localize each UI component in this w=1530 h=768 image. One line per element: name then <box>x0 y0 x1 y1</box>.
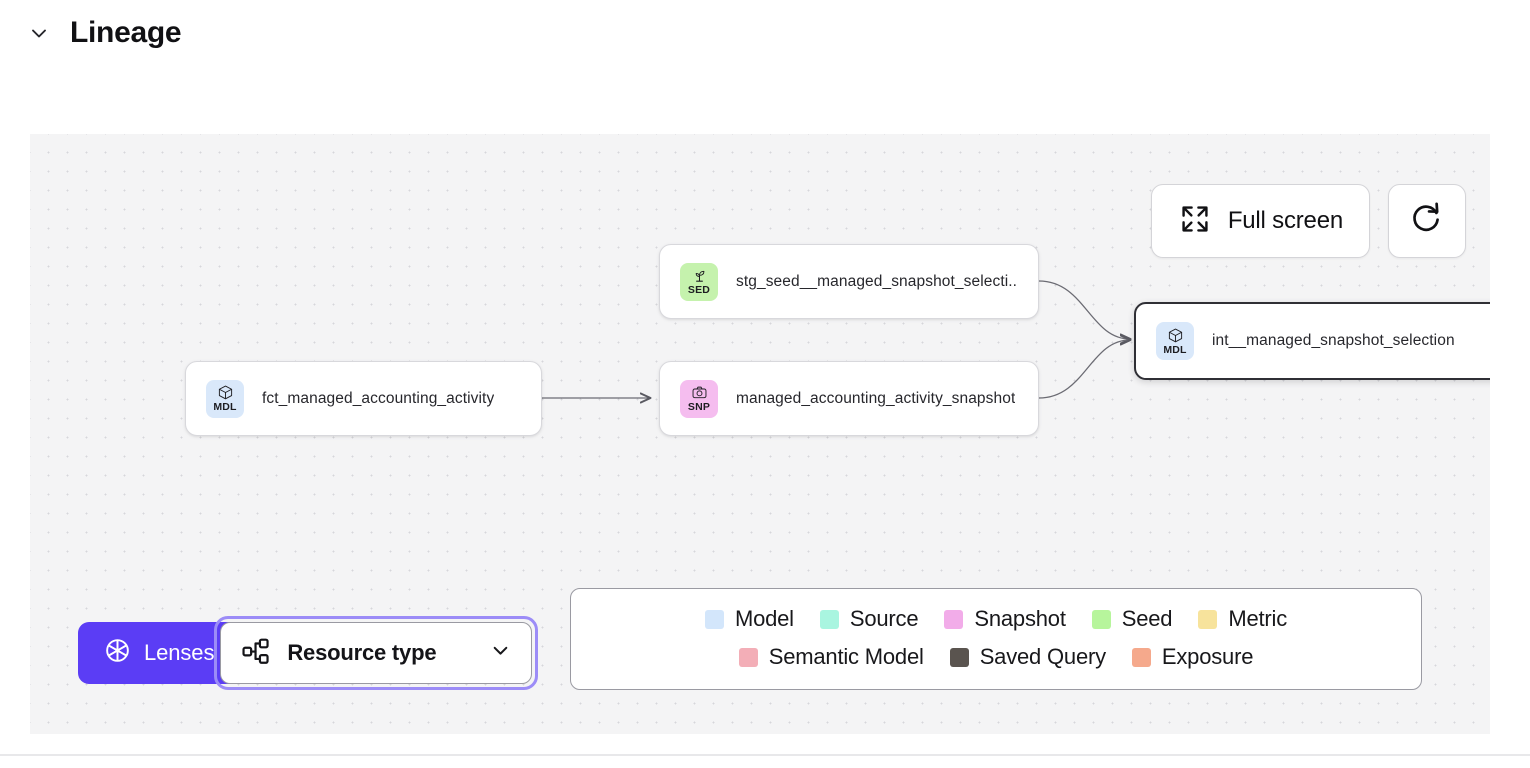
lineage-node-seed-stg[interactable]: SED stg_seed__managed_snapshot_selecti..… <box>659 244 1039 319</box>
legend-item-snapshot: Snapshot <box>944 606 1066 632</box>
lineage-node-model-fct[interactable]: MDL fct_managed_accounting_activity <box>185 361 542 436</box>
legend-swatch <box>819 609 839 629</box>
edge-seed-to-int <box>1038 280 1130 339</box>
node-label: fct_managed_accounting_activity <box>262 389 495 407</box>
legend-item-metric: Metric <box>1198 606 1287 632</box>
canvas-toolbar: Full screen <box>1150 184 1466 258</box>
lineage-node-snapshot[interactable]: SNP managed_accounting_activity_snapshot <box>659 361 1039 436</box>
legend-item-saved-query: Saved Query <box>949 644 1106 670</box>
legend-row-1: Model Source Snapshot Seed Metric <box>571 606 1421 632</box>
legend-label: Source <box>849 606 919 631</box>
legend-swatch <box>949 647 969 667</box>
legend-item-model: Model <box>704 606 794 632</box>
legend-swatch <box>1198 609 1218 629</box>
node-label: int__managed_snapshot_selection <box>1212 332 1455 349</box>
lineage-legend: Model Source Snapshot Seed Metric <box>570 588 1422 690</box>
refresh-button[interactable] <box>1388 184 1466 258</box>
badge-code: SNP <box>687 401 711 414</box>
resource-type-label: Resource type <box>287 640 437 665</box>
resource-type-focus-ring: Resource type <box>214 616 539 690</box>
legend-swatch <box>1131 647 1151 667</box>
legend-label: Seed <box>1121 606 1173 631</box>
legend-row-2: Semantic Model Saved Query Exposure <box>571 644 1421 670</box>
canvas-controls: Lenses Resource type <box>78 616 539 690</box>
legend-label: Model <box>734 606 794 631</box>
expand-arrows-icon <box>1178 202 1212 241</box>
refresh-icon <box>1409 201 1445 242</box>
node-label: stg_seed__managed_snapshot_selecti... <box>736 272 1018 290</box>
legend-label: Exposure <box>1161 644 1254 669</box>
legend-item-exposure: Exposure <box>1131 644 1254 670</box>
chevron-down-icon <box>488 638 513 668</box>
resource-type-dropdown[interactable]: Resource type <box>220 622 533 684</box>
full-screen-button[interactable]: Full screen <box>1150 184 1370 258</box>
lineage-section-header: Lineage <box>0 16 182 49</box>
chevron-down-icon[interactable] <box>26 20 52 46</box>
legend-label: Snapshot <box>974 606 1066 631</box>
legend-item-semantic-model: Semantic Model <box>738 644 924 670</box>
hierarchy-icon <box>241 636 271 671</box>
page-title: Lineage <box>70 16 182 49</box>
lenses-label: Lenses <box>144 640 215 665</box>
aperture-icon <box>104 637 131 670</box>
legend-item-seed: Seed <box>1091 606 1173 632</box>
cube-icon: MDL <box>1156 322 1194 360</box>
legend-swatch <box>704 609 724 629</box>
cube-icon: MDL <box>206 379 244 418</box>
lenses-button[interactable]: Lenses <box>78 622 241 684</box>
legend-label: Saved Query <box>979 644 1106 669</box>
legend-swatch <box>944 609 964 629</box>
lineage-canvas[interactable]: MDL fct_managed_accounting_activity SED … <box>30 134 1490 734</box>
camera-icon: SNP <box>680 379 718 418</box>
full-screen-label: Full screen <box>1227 207 1343 234</box>
bottom-divider <box>0 754 1530 756</box>
sprout-icon: SED <box>680 262 718 301</box>
legend-swatch <box>1091 609 1111 629</box>
badge-code: MDL <box>213 401 237 414</box>
legend-label: Metric <box>1228 606 1288 631</box>
legend-label: Semantic Model <box>768 644 924 669</box>
lineage-node-model-int-selected[interactable]: MDL int__managed_snapshot_selection <box>1134 302 1490 380</box>
legend-swatch <box>738 647 758 667</box>
legend-item-source: Source <box>819 606 919 632</box>
badge-code: SED <box>687 284 711 297</box>
node-label: managed_accounting_activity_snapshot <box>736 389 1016 407</box>
edge-snapshot-to-int <box>1038 340 1130 399</box>
badge-code: MDL <box>1163 343 1187 356</box>
